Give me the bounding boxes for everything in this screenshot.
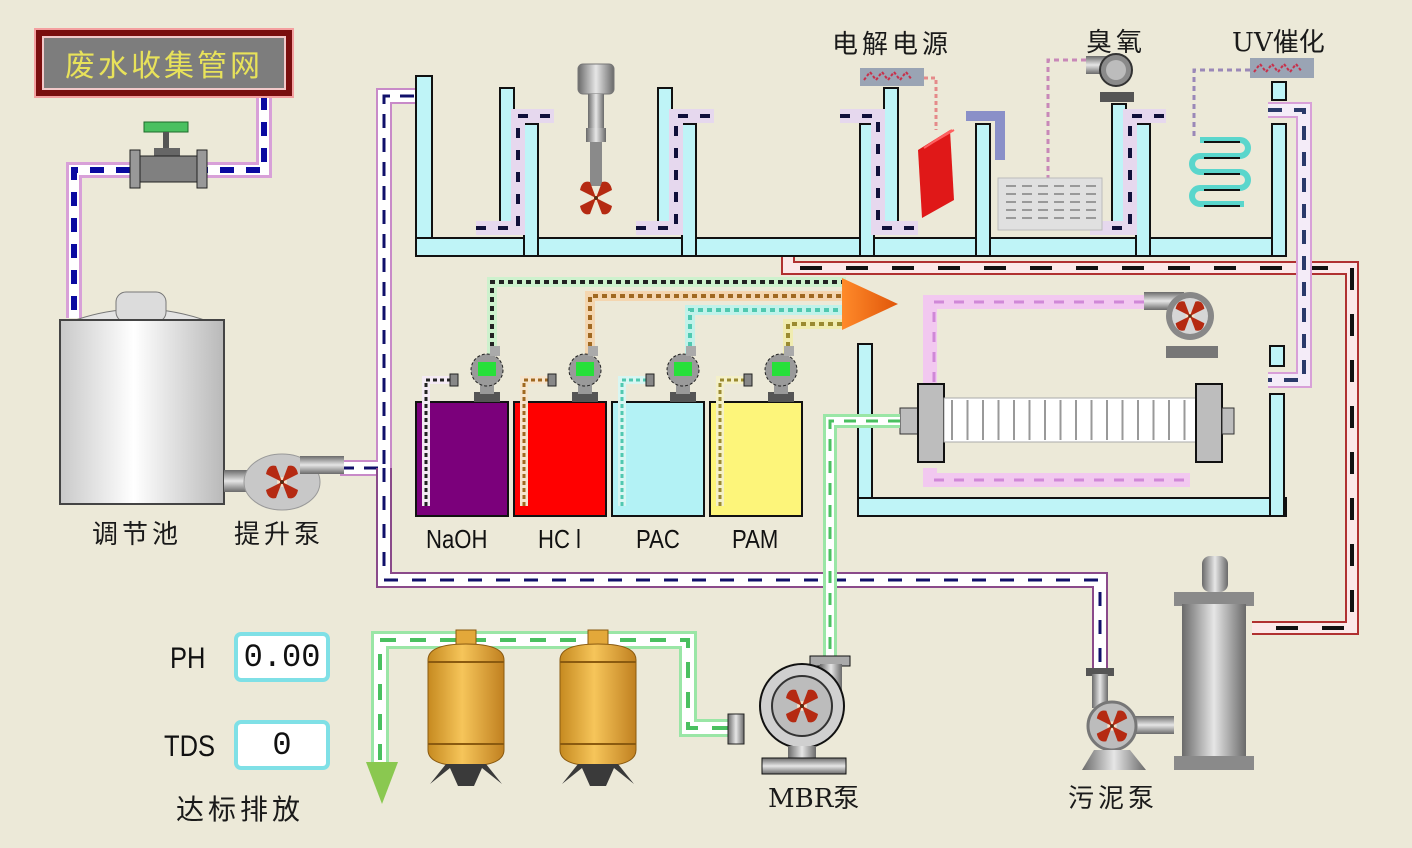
chem-tank-pac <box>611 346 705 517</box>
ph-value: 0.00 <box>243 638 321 676</box>
reaction-tank-series <box>415 75 1287 257</box>
tds-label: TDS <box>164 730 215 763</box>
chem-label-hcl: HC l <box>538 524 581 554</box>
pipe-uv-return <box>1268 102 1312 388</box>
label-mbr-pump: MBR泵 <box>768 784 860 814</box>
blower-pump <box>1144 292 1218 358</box>
chem-tank-hcl <box>513 346 607 517</box>
pipe-lift-to-tanks <box>340 88 416 476</box>
lift-pump <box>224 453 344 511</box>
dosing-direction-arrow <box>842 278 898 330</box>
baffle-pipes <box>476 109 1166 235</box>
agitator-mixer <box>577 63 615 215</box>
filter-tank-2 <box>559 629 637 786</box>
pipe-return-sludge <box>376 468 1108 670</box>
dosing-meter <box>743 346 798 402</box>
label-discharge: 达标排放 <box>176 793 305 826</box>
dosing-meter <box>645 346 700 402</box>
chemical-tanks <box>415 346 803 517</box>
sludge-pump <box>1082 668 1174 770</box>
label-electrolysis-power: 电解电源 <box>832 30 953 60</box>
electrolysis-power-supply <box>860 68 938 130</box>
title-text: 废水收集管网 <box>65 49 263 84</box>
sludge-dewatering-tank <box>1174 556 1254 770</box>
label-lift-pump: 提升泵 <box>234 520 325 550</box>
filter-tanks <box>427 629 637 786</box>
tds-readout: 0 <box>234 720 330 770</box>
chem-tank-pam <box>709 346 803 517</box>
ph-label: PH <box>170 642 206 675</box>
uv-coil <box>1189 137 1251 207</box>
uv-lamp <box>1192 58 1314 136</box>
label-ozone: 臭氧 <box>1086 28 1147 58</box>
ozone-diffuser <box>997 177 1103 231</box>
chem-label-naoh: NaOH <box>426 524 488 554</box>
chem-label-pac: PAC <box>636 524 680 554</box>
dosing-meter <box>449 346 504 402</box>
pipe-permeate <box>823 414 900 656</box>
electrode-plates <box>918 129 955 218</box>
dosing-meter <box>547 346 602 402</box>
pipe-discharge <box>371 631 728 764</box>
label-uv-catalysis: UV催化 <box>1232 28 1325 58</box>
mbr-tank <box>857 343 1287 517</box>
mbr-pump <box>727 655 851 775</box>
label-regulating-tank: 调节池 <box>92 520 183 550</box>
ph-readout: 0.00 <box>234 632 330 682</box>
chem-label-pam: PAM <box>732 524 779 554</box>
inlet-valve[interactable] <box>129 121 208 189</box>
chem-tank-naoh <box>415 346 509 517</box>
ozone-generator <box>1046 53 1134 180</box>
pipe-sludge-top <box>781 240 1359 635</box>
label-sludge-pump: 污泥泵 <box>1068 784 1159 814</box>
filter-tank-1 <box>427 629 505 786</box>
mbr-membrane <box>899 383 1235 463</box>
tds-value: 0 <box>272 726 292 764</box>
title-plate[interactable]: 废水收集管网 <box>36 30 292 96</box>
regulating-tank <box>59 291 225 505</box>
discharge-arrow <box>366 762 398 804</box>
mbr-air-line <box>923 295 1190 487</box>
dosing-lines <box>487 277 846 356</box>
